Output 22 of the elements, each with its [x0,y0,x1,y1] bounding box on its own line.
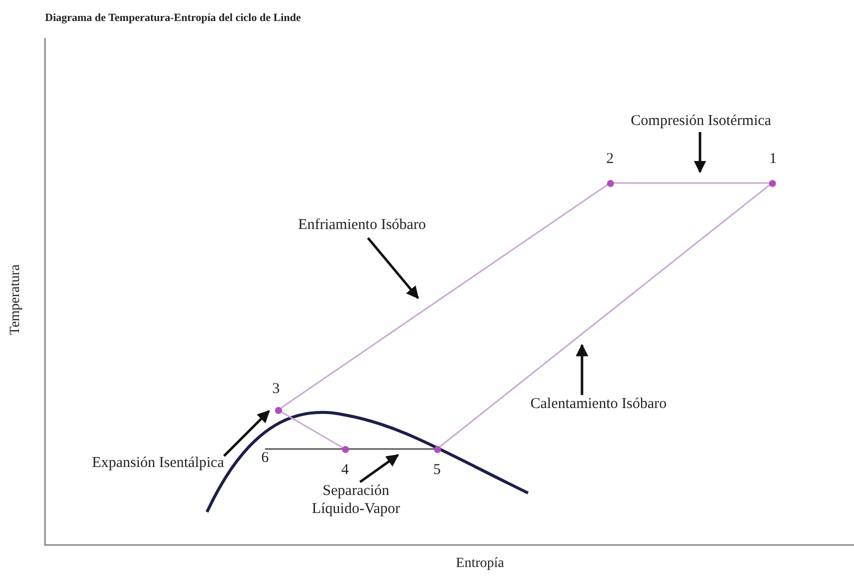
axis-label: Temperatura [8,264,24,338]
point-number: 2 [605,150,615,168]
arrow [359,454,400,484]
point-number: 6 [260,449,270,467]
point-number: 1 [768,150,778,168]
point-number: 3 [271,380,281,398]
arrow [367,237,419,299]
arrow [223,410,270,457]
chart-title: Diagrama de Temperatura-Entropía del ciclo de Linde [45,12,301,24]
axis-label: Entropía [454,556,506,572]
process-line [278,182,610,411]
process-label: Expansión Isentálpica [92,454,224,476]
point-number: 4 [340,461,350,479]
process-line [265,448,345,450]
arrow [576,344,588,395]
process-line [436,182,772,450]
point-number: 5 [432,461,442,479]
arrow [694,132,706,174]
process-label: Enfriamiento Isóbaro [262,216,462,238]
process-label: Compresión Isotérmica [596,112,806,132]
process-label: Separación Líquido-Vapor [296,482,416,526]
process-label: Calentamiento Isóbaro [506,395,691,417]
